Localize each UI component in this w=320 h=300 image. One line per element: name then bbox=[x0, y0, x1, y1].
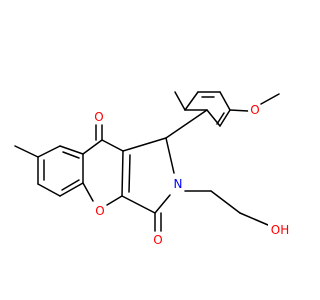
methoxy-oxygen-label: O bbox=[250, 103, 259, 117]
hydroxyl-label: OH bbox=[271, 223, 289, 237]
bond-layer bbox=[14, 91, 280, 232]
bond bbox=[37, 145, 61, 158]
bond bbox=[59, 145, 84, 155]
atom-label-layer: O O N O O OH bbox=[92, 103, 292, 247]
bond bbox=[121, 150, 124, 197]
bond bbox=[260, 93, 280, 105]
bond bbox=[14, 145, 39, 158]
bond bbox=[121, 195, 156, 214]
chromene-oxygen-label: O bbox=[95, 204, 104, 218]
bond bbox=[239, 212, 269, 226]
bond bbox=[219, 91, 231, 111]
bond bbox=[184, 91, 199, 111]
bond bbox=[165, 137, 175, 174]
lactam-oxygen-label: O bbox=[153, 233, 162, 247]
bond bbox=[61, 179, 80, 191]
bond bbox=[122, 137, 167, 152]
bond bbox=[219, 109, 231, 127]
bond bbox=[62, 151, 80, 159]
bond bbox=[59, 182, 84, 197]
ketone-oxygen-label: O bbox=[94, 110, 103, 124]
bond bbox=[216, 112, 225, 125]
bond bbox=[106, 195, 123, 206]
bond bbox=[210, 190, 241, 214]
bond bbox=[174, 91, 186, 111]
bond bbox=[82, 139, 103, 155]
bond bbox=[101, 139, 124, 152]
ring-nitrogen-label: N bbox=[174, 177, 183, 191]
bond bbox=[165, 109, 208, 139]
bond bbox=[82, 182, 94, 202]
molecule-diagram: O O N O O OH bbox=[14, 91, 292, 247]
bond bbox=[154, 194, 171, 214]
bond bbox=[128, 154, 131, 193]
bond bbox=[229, 109, 249, 112]
structure-canvas: O O N O O OH bbox=[14, 91, 292, 247]
bond bbox=[37, 183, 61, 197]
